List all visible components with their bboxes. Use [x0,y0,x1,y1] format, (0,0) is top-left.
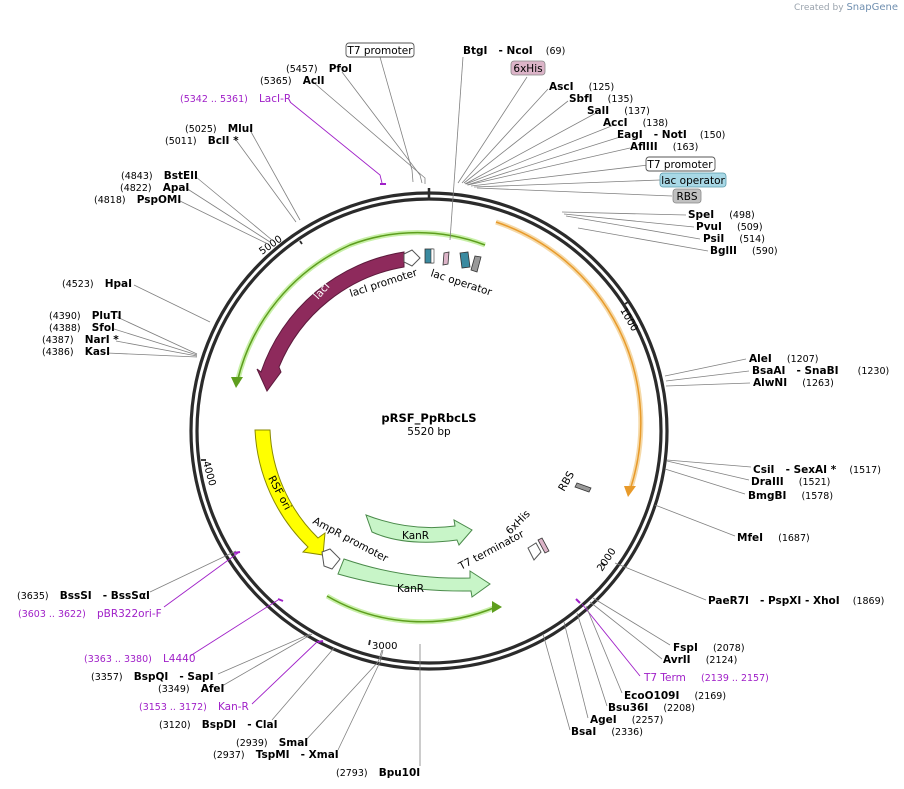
enzyme-ecoo109i: EcoO109I (2169) [624,684,726,703]
green-arc-bottom-arrowhead [492,601,502,613]
enzyme-pluti: (4390) PluTI [49,304,122,323]
enzyme-kasi: (4386) KasI [42,340,110,359]
enzyme-asci: AscI (125) [549,75,614,94]
enzyme-fspi: FspI (2078) [673,636,745,655]
enzyme-csii-sexai: CsiI - SexAI * (1517) [753,458,881,477]
enzyme-acci: AccI (138) [603,111,668,130]
enzyme-alei: AleI (1207) [749,347,818,366]
sixhis-top-box [510,60,546,76]
plasmid-size: 5520 bp [407,426,451,438]
enzyme-sali: SalI (137) [587,99,650,118]
enzyme-bsssi: (3635) BssSI - BssSαI [17,584,150,603]
enzyme-afei: (3349) AfeI [158,677,224,696]
rbs-inner-label: RBS [556,469,577,493]
enzyme-mfei: MfeI (1687) [737,526,810,545]
misc-kan-r: (3153 .. 3172) Kan-R [139,695,249,714]
enzyme-paer7i: PaeR7I - PspXI - XhoI (1869) [708,589,884,608]
misc-laci-r: (5342 .. 5361) LacI-R [180,87,291,106]
enzyme-btgi-ncoi: BtgI - NcoI (69) [463,39,565,58]
enzyme-bsaai-snabi: BsaAI - SnaBI (1230) [752,359,889,378]
sixhis-top-label: 6xHis [513,63,542,75]
enzyme-apai: (4822) ApaI [120,176,189,195]
laci-promoter-feature [403,249,421,267]
enzyme-bcli: (5011) BclI * [165,129,239,148]
enzyme-bspdi-clai: (3120) BspDI - ClaI [159,713,278,732]
enzyme-psii: PsiI (514) [703,227,765,246]
misc-marks [233,183,581,643]
enzyme-bglii: BglII (590) [710,239,778,258]
rbs-inner-feature [574,482,592,493]
enzyme-sbfi: SbfI (135) [569,87,633,106]
credit-brand: SnapGene [846,2,898,13]
enzyme-pvui: PvuI (509) [696,215,763,234]
snapgene-credit: Created by SnapGene [794,2,898,13]
tick-3000: 3000 [372,641,397,652]
enzyme-alwni: AlwNI (1263) [753,371,834,390]
misc-t7-term: T7 Term (2139 .. 2157) [643,666,769,685]
enzyme-bspqi-sapi: (3357) BspQI - SapI [91,665,213,684]
kanr-upper-feature [365,514,473,546]
misc-pbr322ori-f: (3603 .. 3622) pBR322ori-F [18,602,162,621]
t7-promoter-top-label: T7 promoter [346,45,413,57]
t7-promoter-top-box [345,42,415,58]
enzyme-bsteii: (4843) BstEII [121,164,198,183]
enzyme-sfoi: (4388) SfoI [49,316,115,335]
kanr-lower-feature [337,558,491,598]
rbs-right-label: RBS [677,191,698,203]
enzyme-acli: (5365) AclI [260,69,325,88]
credit-prefix: Created by [794,3,844,13]
enzyme-tspmi-xmai: (2937) TspMI - XmaI [213,743,339,762]
orange-arc [495,219,644,491]
enzyme-hpai: (4523) HpaI [62,272,132,291]
ampr-promoter-feature [321,548,341,570]
enzyme-psp0mi: (4818) PspOMI [94,188,181,207]
kanr-lower-label: KanR [397,583,424,595]
kanr-upper-label: KanR [402,530,429,542]
enzyme-avrii: AvrII (2124) [663,648,737,667]
enzyme-bmgbi: BmgBI (1578) [748,484,833,503]
rbs-right-box [672,188,702,204]
enzyme-nari: (4387) NarI * [42,328,119,347]
t7-promoter-right-label: T7 promoter [646,159,713,171]
enzyme-smai: (2939) SmaI [236,731,308,750]
sixhis-inner-feature [537,537,550,554]
t7-terminator-feature [527,542,542,561]
enzyme-spei: SpeI (498) [688,203,755,222]
plasmid-name: pRSF_PpRbcLS [381,411,476,426]
lac-operator-right-box [659,172,727,188]
rsf-ori-feature [254,429,326,556]
enzyme-pfoi: (5457) PfoI [286,57,352,76]
lac-operator-label: lac operator [429,267,494,298]
enzyme-aflii: AflIII (163) [630,135,698,154]
enzyme-labels: BtgI - NcoI (69) AscI (125) SbfI (135) S… [17,39,889,780]
enzyme-bsu36i: Bsu36I (2208) [608,696,695,715]
sixhis-top-feature [442,251,450,266]
laci-feature [256,251,405,392]
lac-operator-right-label: lac operator [661,175,725,187]
enzyme-agei: AgeI (2257) [590,708,663,727]
lac-operator-block-2 [459,251,471,269]
boxed-labels: T7 promoter 6xHis T7 promoter lac operat… [345,42,727,204]
leader-lines [106,56,752,766]
green-arc-top-arrowhead [231,377,243,388]
enzyme-mlui: (5025) MluI [185,117,253,136]
enzyme-eagi-noti: EagI - NotI (150) [617,123,725,142]
rbs-top-feature [470,255,482,273]
enzyme-draiii: DraIII (1521) [751,470,830,489]
enzyme-bsai: BsaI (2336) [571,720,643,739]
misc-l4440: (3363 .. 3380) L4440 [84,647,196,666]
enzyme-bpu10i: (2793) Bpu10I [336,761,420,780]
t7-promoter-right-box [645,156,716,172]
misc-feature-labels: (5342 .. 5361) LacI-R T7 Term (2139 .. 2… [18,87,769,714]
orange-arc-arrowhead [624,486,636,497]
